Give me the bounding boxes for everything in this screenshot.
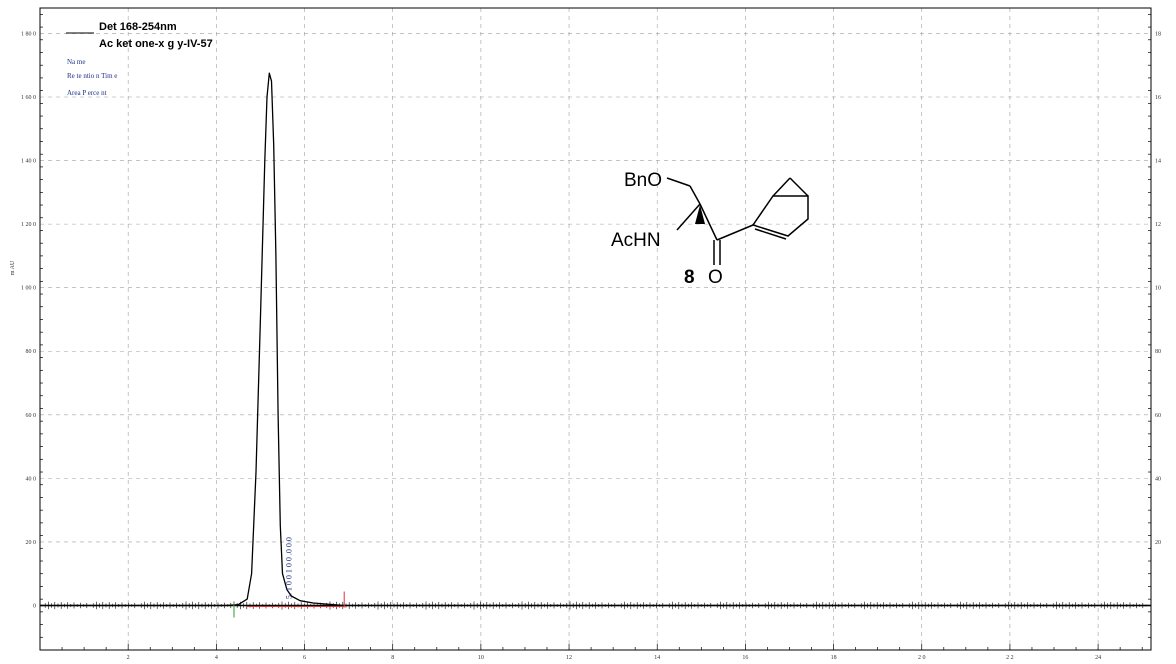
chemical-structure: BnO AcHN O 8 xyxy=(611,170,809,288)
label-bno: BnO xyxy=(624,170,662,191)
x-tick-label: 10 xyxy=(478,655,484,661)
y-tick-label: 0 xyxy=(33,604,36,610)
y-tick-label: 20 0 xyxy=(26,540,37,546)
right-y-tick-label: 10 xyxy=(1155,286,1161,292)
right-y-tick-label: 16 xyxy=(1155,95,1161,101)
right-y-tick-label: 20 xyxy=(1155,540,1161,546)
y-tick-label: 40 0 xyxy=(26,476,37,482)
x-tick-label: 6 xyxy=(303,655,306,661)
y-tick-label: 1 20 0 xyxy=(21,222,36,228)
right-y-tick-label: 14 xyxy=(1155,159,1161,165)
y-axis-ticks: 0 20 0 40 0 60 0 80 0 1 00 0 1 20 0 1 40 0 1 60 … xyxy=(21,14,43,638)
right-y-tick-label: 12 xyxy=(1155,222,1161,228)
y-tick-label: 1 80 0 xyxy=(21,31,36,37)
wedge-bond xyxy=(695,205,705,224)
legend-field-retention-time: Re te ntio n Tim e xyxy=(67,72,117,80)
x-tick-label: 2 xyxy=(127,655,130,661)
y-tick-label: 1 00 0 xyxy=(21,286,36,292)
x-tick-label: 24 xyxy=(1095,655,1101,661)
legend-field-name: Na me xyxy=(67,58,85,66)
legend-field-area-percent: Area P erce nt xyxy=(67,89,107,97)
x-tick-label: 16 xyxy=(742,655,748,661)
label-achn: AcHN xyxy=(611,230,661,251)
right-axis-ticks: 20 40 60 80 10 12 14 16 18 xyxy=(1148,14,1161,638)
x-tick-label: 14 xyxy=(654,655,660,661)
legend-entry-detector: Det 168-254nm xyxy=(99,21,177,33)
legend: Det 168-254nm Ac ket one-x g y-IV-57 Na … xyxy=(66,21,213,97)
structure-bonds xyxy=(666,177,809,265)
x-tick-label: 18 xyxy=(831,655,837,661)
integration-markers xyxy=(233,591,345,618)
x-tick-label: 4 xyxy=(215,655,218,661)
label-carbonyl-o: O xyxy=(708,267,723,288)
compound-number: 8 xyxy=(684,267,695,288)
y-tick-label: 1 60 0 xyxy=(21,95,36,101)
peak-annotation: 5. 1 0 0 1 0 0 .0 0 0 xyxy=(284,537,293,599)
grid-lines xyxy=(40,8,1151,650)
legend-entry-sample: Ac ket one-x g y-IV-57 xyxy=(99,38,213,50)
x-tick-label: 12 xyxy=(566,655,572,661)
y-tick-label: 1 40 0 xyxy=(21,159,36,165)
right-y-tick-label: 18 xyxy=(1155,31,1161,37)
y-axis-label: m AU xyxy=(10,260,16,275)
x-tick-label: 2 0 xyxy=(918,655,926,661)
right-y-tick-label: 80 xyxy=(1155,349,1161,355)
x-tick-label: 2 2 xyxy=(1006,655,1014,661)
series-layer xyxy=(40,72,1151,607)
right-y-tick-label: 40 xyxy=(1155,476,1161,482)
x-tick-label: 8 xyxy=(391,655,394,661)
y-tick-label: 60 0 xyxy=(26,413,37,419)
series-line xyxy=(40,72,1151,607)
plot-frame xyxy=(39,7,1152,651)
axes xyxy=(39,7,1152,651)
y-tick-label: 80 0 xyxy=(26,349,37,355)
right-y-tick-label: 60 xyxy=(1155,413,1161,419)
